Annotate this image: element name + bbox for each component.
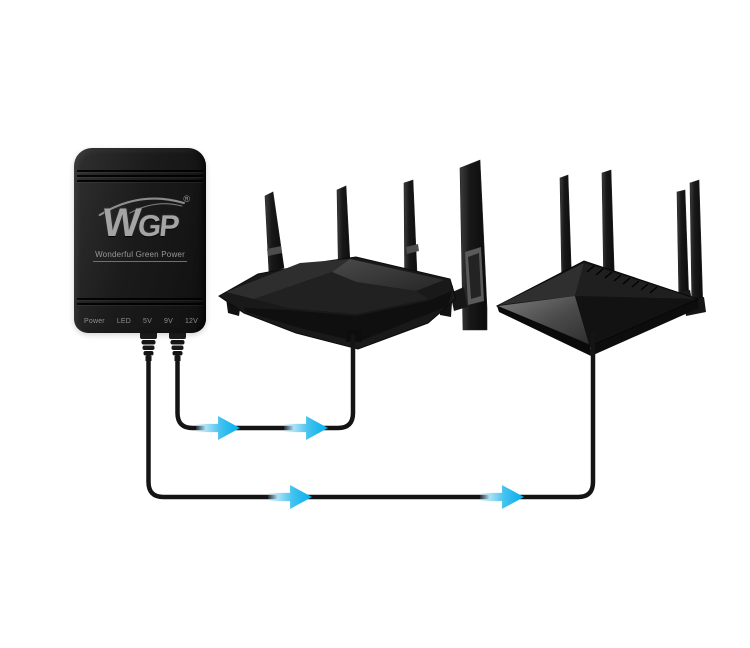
power-cable-left-router bbox=[175, 333, 356, 431]
vent-grooves-bottom bbox=[77, 298, 203, 307]
registered-trademark: ® bbox=[183, 194, 190, 204]
router-facet bbox=[575, 263, 696, 299]
router-facet bbox=[332, 259, 444, 291]
brand-name: WGP bbox=[100, 201, 180, 245]
router-side-wall bbox=[590, 299, 699, 356]
blade-antenna-window-inner bbox=[468, 253, 481, 299]
antenna-notch bbox=[406, 244, 419, 254]
port-labels: Power LED 5V 9V 12V bbox=[84, 318, 198, 325]
port-label-led: LED bbox=[116, 318, 132, 325]
router-glossy-facet bbox=[498, 296, 589, 344]
antenna-icon bbox=[264, 191, 285, 274]
router-left bbox=[218, 159, 488, 350]
ups-power-bank: ® WGP Wonderful Green Power Power LED 5V… bbox=[74, 148, 206, 333]
port-label-5v: 5V bbox=[143, 318, 152, 325]
router-left-body bbox=[218, 256, 457, 350]
port-label-9v: 9V bbox=[163, 318, 173, 325]
router-facet bbox=[254, 272, 428, 314]
router-right-body bbox=[495, 260, 700, 356]
dc-plug bbox=[140, 330, 157, 361]
router-right bbox=[495, 169, 706, 356]
antenna-notch bbox=[267, 246, 282, 256]
logo-swoosh-icon bbox=[98, 197, 185, 217]
vent-grille bbox=[586, 265, 658, 294]
brand-tagline: Wonderful Green Power bbox=[93, 250, 187, 262]
router-facet bbox=[575, 296, 696, 344]
router-front-edge bbox=[244, 291, 452, 342]
dc-plug bbox=[169, 330, 186, 361]
brand-logo: ® WGP Wonderful Green Power bbox=[74, 194, 206, 262]
router-side-wall bbox=[497, 306, 591, 356]
port-label-power: Power bbox=[84, 318, 105, 325]
router-facet bbox=[226, 259, 350, 299]
power-cable-right-router bbox=[146, 331, 596, 500]
vent-grooves-top bbox=[77, 168, 203, 183]
antenna-icon bbox=[689, 179, 704, 313]
router-right-antennas bbox=[559, 169, 706, 316]
port-label-12v: 12V bbox=[184, 318, 198, 325]
antenna-icon bbox=[676, 189, 690, 306]
router-facet bbox=[499, 263, 584, 305]
